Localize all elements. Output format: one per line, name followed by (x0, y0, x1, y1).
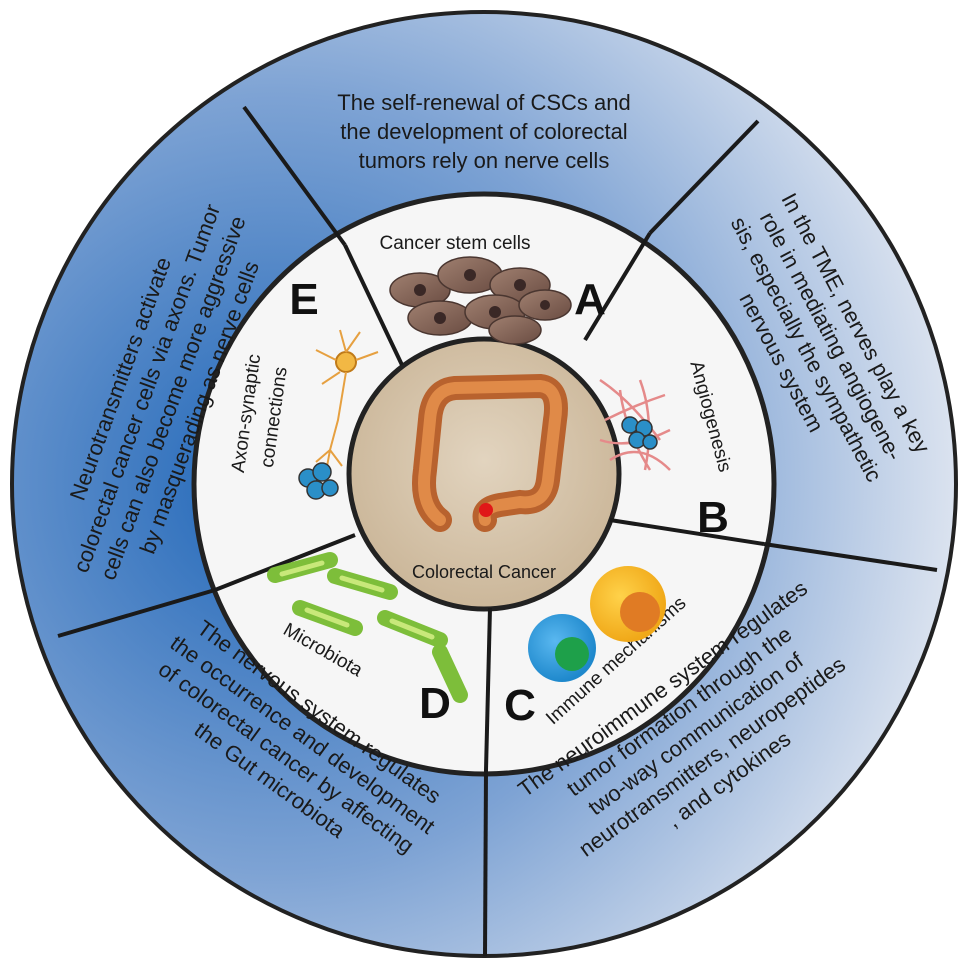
segment-b-letter: B (697, 493, 729, 542)
tumor-cells-icon (298, 462, 339, 500)
inner-dividers (214, 231, 765, 771)
segment-a-text-line: the development of colorectal (340, 119, 627, 144)
segment-a-letter: A (574, 275, 606, 324)
segment-c-letter: C (504, 681, 536, 730)
tumor-cluster-icon (621, 416, 658, 450)
outer-dividers (57, 105, 938, 957)
cancer-stem-cells-illustration (389, 256, 572, 345)
segment-e-letter: E (289, 275, 318, 324)
segment-a-label: Cancer stem cells (380, 233, 531, 254)
center-label: Colorectal Cancer (412, 562, 556, 582)
colon-illustration (412, 373, 568, 532)
segment-d-letter: D (419, 679, 451, 728)
segment-a-outer-text: The self-renewal of CSCs and the develop… (337, 90, 630, 173)
neuron-illustration (315, 329, 379, 473)
microbiota-illustration (267, 552, 468, 703)
immune-cells-illustration (528, 566, 666, 682)
segment-a-text-line: tumors rely on nerve cells (359, 148, 610, 173)
segment-a-text-line: The self-renewal of CSCs and (337, 90, 630, 115)
